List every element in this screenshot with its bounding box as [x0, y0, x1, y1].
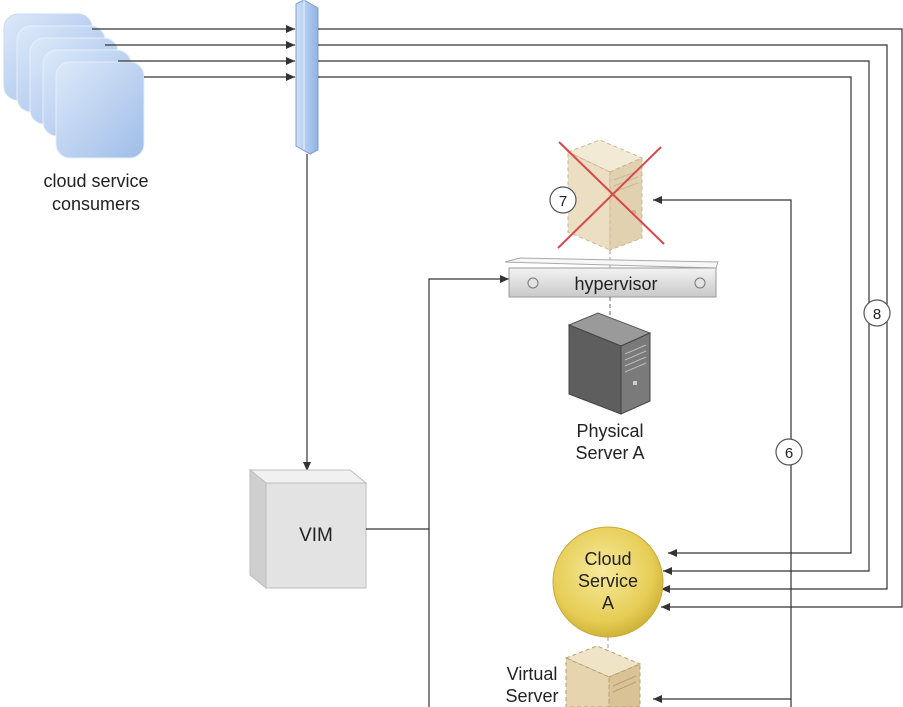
cloud-service-label-line2: Service: [578, 571, 638, 591]
cloud-service-label-line3: A: [602, 593, 614, 613]
virtual-server-label-line1: Virtual: [507, 664, 558, 684]
step-6-badge: [775, 438, 803, 466]
consumers-label-line1: cloud service: [43, 171, 148, 191]
step-6-label: 6: [785, 445, 793, 462]
vim-box: [248, 468, 368, 590]
physical-server-icon: [567, 312, 652, 415]
virtual-server-label-line2: Server: [505, 686, 558, 706]
consumers-label-line2: consumers: [52, 194, 140, 214]
consumer-request-arrows: [92, 25, 295, 81]
failed-virtual-server-icon: [566, 139, 644, 251]
cloud-service-label-line1: Cloud: [584, 549, 631, 569]
vim-to-hypervisor-arrow: [366, 275, 509, 530]
load-balancer-icon: [295, 0, 319, 155]
step-6-path: [653, 196, 792, 707]
hypervisor-label: hypervisor: [574, 274, 657, 294]
physical-server-label-line2: Server A: [575, 443, 644, 463]
virtual-server-icon: [564, 645, 642, 707]
step-7-label: 7: [559, 193, 567, 210]
cloud-service-consumers-icon: [3, 13, 145, 159]
step-8-badge: [863, 299, 891, 327]
hypervisor-bar: [504, 257, 719, 298]
step-8-label: 8: [873, 306, 881, 323]
physical-server-label-line1: Physical: [576, 421, 643, 441]
failure-cross-icon: [557, 141, 665, 249]
vim-label: VIM: [299, 525, 333, 546]
step-7-badge: [549, 186, 577, 214]
